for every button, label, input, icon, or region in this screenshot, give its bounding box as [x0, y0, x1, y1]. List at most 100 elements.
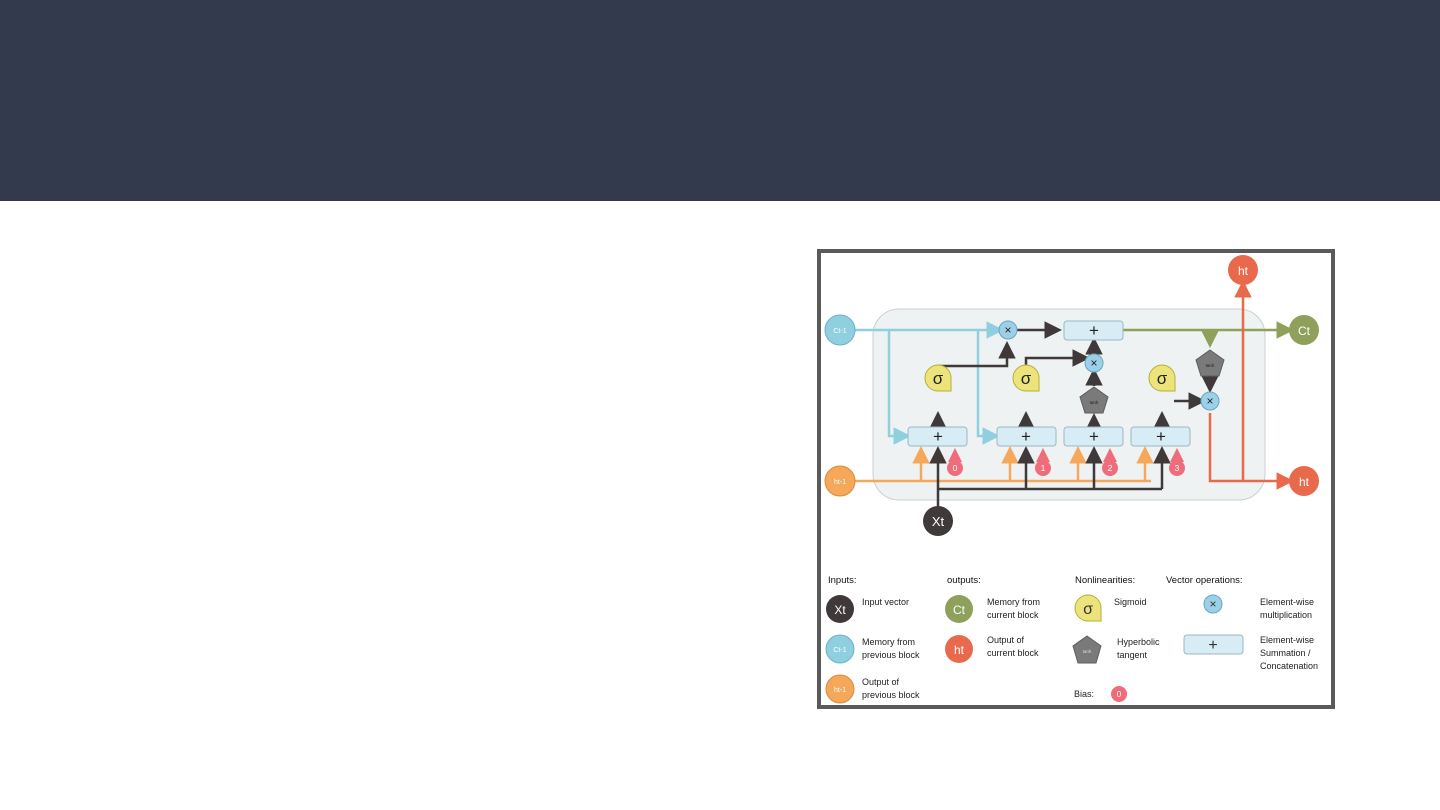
legend-sum-1: Element-wise	[1260, 635, 1314, 645]
sigma-symbol: σ	[1157, 369, 1168, 388]
prev-output-lines	[855, 446, 1154, 483]
sum-box-cell	[1063, 320, 1124, 341]
multiply-icon	[998, 320, 1018, 340]
multiply-nodes	[998, 320, 1220, 411]
slide-title-band	[0, 0, 1440, 201]
output-prev-node	[824, 465, 856, 497]
legend-ht-prev-symbol: ht-1	[834, 687, 846, 694]
plus-labels: + + + + +	[933, 321, 1166, 446]
legend-hyper-2: tangent	[1117, 650, 1148, 660]
sigma-symbol: σ	[933, 369, 944, 388]
lstm-diagram-figure: + + + + + σ σ σ tanh tanh × × ×	[817, 249, 1335, 709]
input-vector-node	[923, 506, 953, 536]
plus-sign: +	[933, 427, 943, 446]
bias-nodes	[947, 460, 1185, 476]
ht-prev-label: ht-1	[834, 479, 846, 486]
hidden-output-lines	[1208, 280, 1294, 490]
ct-label: Ct	[1298, 324, 1311, 338]
legend-mem-prev-1: Memory from	[862, 637, 915, 647]
hidden-output-node	[1289, 466, 1319, 496]
legend-vecops-heading: Vector operations:	[1166, 575, 1243, 586]
tanh-nodes	[1079, 349, 1225, 414]
tanh-icon	[1079, 386, 1109, 414]
bias-circle	[1035, 460, 1051, 476]
memory-prev-node	[824, 314, 856, 346]
legend-mult-1: Element-wise	[1260, 597, 1314, 607]
legend-out-prev-2: previous block	[862, 690, 920, 700]
sigmoid-icon	[1012, 364, 1040, 392]
legend-sum-2: Summation /	[1260, 648, 1311, 658]
bias-circle	[947, 460, 963, 476]
hidden-output-top-node	[1228, 255, 1258, 285]
legend-outputs-heading: outputs:	[947, 575, 981, 586]
multiply-icon	[1200, 391, 1220, 411]
xt-label: Xt	[932, 514, 945, 529]
legend-out-cur-2: current block	[987, 648, 1039, 658]
legend-sum-icon	[1183, 634, 1244, 655]
summation-boxes	[907, 320, 1191, 447]
legend-nonlin-heading: Nonlinearities:	[1075, 575, 1135, 586]
sigmoid-icon	[1148, 364, 1176, 392]
sum-box-candidate	[1063, 426, 1124, 447]
plus-sign: +	[1089, 427, 1099, 446]
sum-box-input	[996, 426, 1057, 447]
plus-sign: +	[1156, 427, 1166, 446]
legend-memory-prev-icon	[825, 634, 855, 664]
bias-arrows	[948, 448, 1184, 462]
legend-output-prev-icon	[825, 674, 855, 704]
tanh-text: tanh	[1206, 363, 1215, 368]
legend-ct-symbol: Ct	[953, 603, 966, 617]
legend-cell-state-icon	[945, 595, 973, 623]
sigmoid-icon	[924, 364, 952, 392]
plus-sign: +	[1021, 427, 1031, 446]
multiply-icon	[1084, 353, 1104, 373]
sigma-labels: σ σ σ	[933, 369, 1168, 388]
legend-tanh-text: tanh	[1083, 649, 1092, 654]
legend-plus-symbol: +	[1208, 637, 1217, 654]
times-symbol: ×	[1206, 394, 1213, 408]
bias-label: 3	[1175, 463, 1180, 473]
legend-input-vector: Input vector	[862, 597, 909, 607]
legend-out-prev-1: Output of	[862, 677, 900, 687]
sum-box-forget	[907, 426, 968, 447]
bias-label: 1	[1041, 463, 1046, 473]
legend-bias-icon	[1111, 686, 1127, 702]
cell-output-lines	[1123, 321, 1294, 348]
tanh-text: tanh	[1090, 400, 1099, 405]
sigmoid-gates	[924, 364, 1176, 392]
bias-labels: 0 1 2 3	[953, 463, 1180, 473]
legend-tanh-icon	[1072, 635, 1102, 664]
bias-label: 0	[953, 463, 958, 473]
ht-right-label: ht	[1299, 475, 1310, 489]
ht-top-label: ht	[1238, 264, 1249, 278]
legend-inputs-heading: Inputs:	[828, 575, 857, 586]
legend-sigma-symbol: σ	[1083, 601, 1093, 618]
cell-state-node	[1289, 315, 1319, 345]
bias-circle	[1102, 460, 1118, 476]
legend-sigmoid-icon	[1074, 594, 1102, 622]
legend-times-symbol: ×	[1209, 597, 1216, 611]
bias-circle	[1169, 460, 1185, 476]
legend-out-cur-1: Output of	[987, 635, 1025, 645]
legend-mem-cur-2: current block	[987, 610, 1039, 620]
sigma-symbol: σ	[1021, 369, 1032, 388]
tanh-labels: tanh tanh	[1090, 363, 1215, 405]
legend-bias-label: Bias:	[1074, 689, 1094, 699]
legend-bias-value: 0	[1117, 690, 1122, 699]
lstm-diagram: + + + + + σ σ σ tanh tanh × × ×	[824, 255, 1319, 704]
times-symbol: ×	[1090, 356, 1097, 370]
legend-ht-symbol: ht	[954, 643, 965, 657]
io-node-labels: Ct-1 ht-1 Xt Ct ht ht	[833, 264, 1310, 529]
legend-mult-2: multiplication	[1260, 610, 1312, 620]
bias-label: 2	[1108, 463, 1113, 473]
times-symbol: ×	[1004, 323, 1011, 337]
legend: Inputs: outputs: Nonlinearities: Vector …	[825, 575, 1318, 704]
legend-sum-3: Concatenation	[1260, 661, 1318, 671]
legend-mem-prev-2: previous block	[862, 650, 920, 660]
legend-input-icon	[826, 595, 854, 623]
times-labels: × × ×	[1004, 323, 1213, 408]
tanh-icon	[1195, 349, 1225, 377]
legend-ct-prev-symbol: Ct-1	[833, 647, 846, 654]
plus-sign: +	[1089, 321, 1099, 340]
legend-mem-cur-1: Memory from	[987, 597, 1040, 607]
